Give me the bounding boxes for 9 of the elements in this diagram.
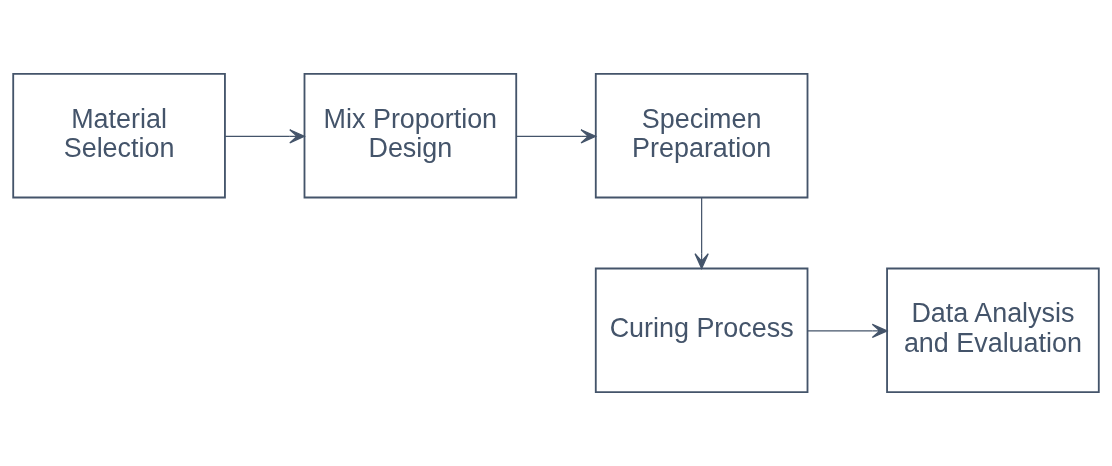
arrow bbox=[807, 323, 888, 339]
arrow bbox=[224, 129, 306, 144]
arrow bbox=[694, 197, 709, 270]
node-box: Material Selection bbox=[12, 73, 226, 199]
node-box: Data Analysis and Evaluation bbox=[886, 267, 1100, 394]
node-box: Curing Process bbox=[594, 267, 809, 394]
node-box: Specimen Preparation bbox=[594, 73, 809, 199]
node-box: Mix Proportion Design bbox=[303, 73, 518, 199]
arrow bbox=[515, 129, 597, 144]
